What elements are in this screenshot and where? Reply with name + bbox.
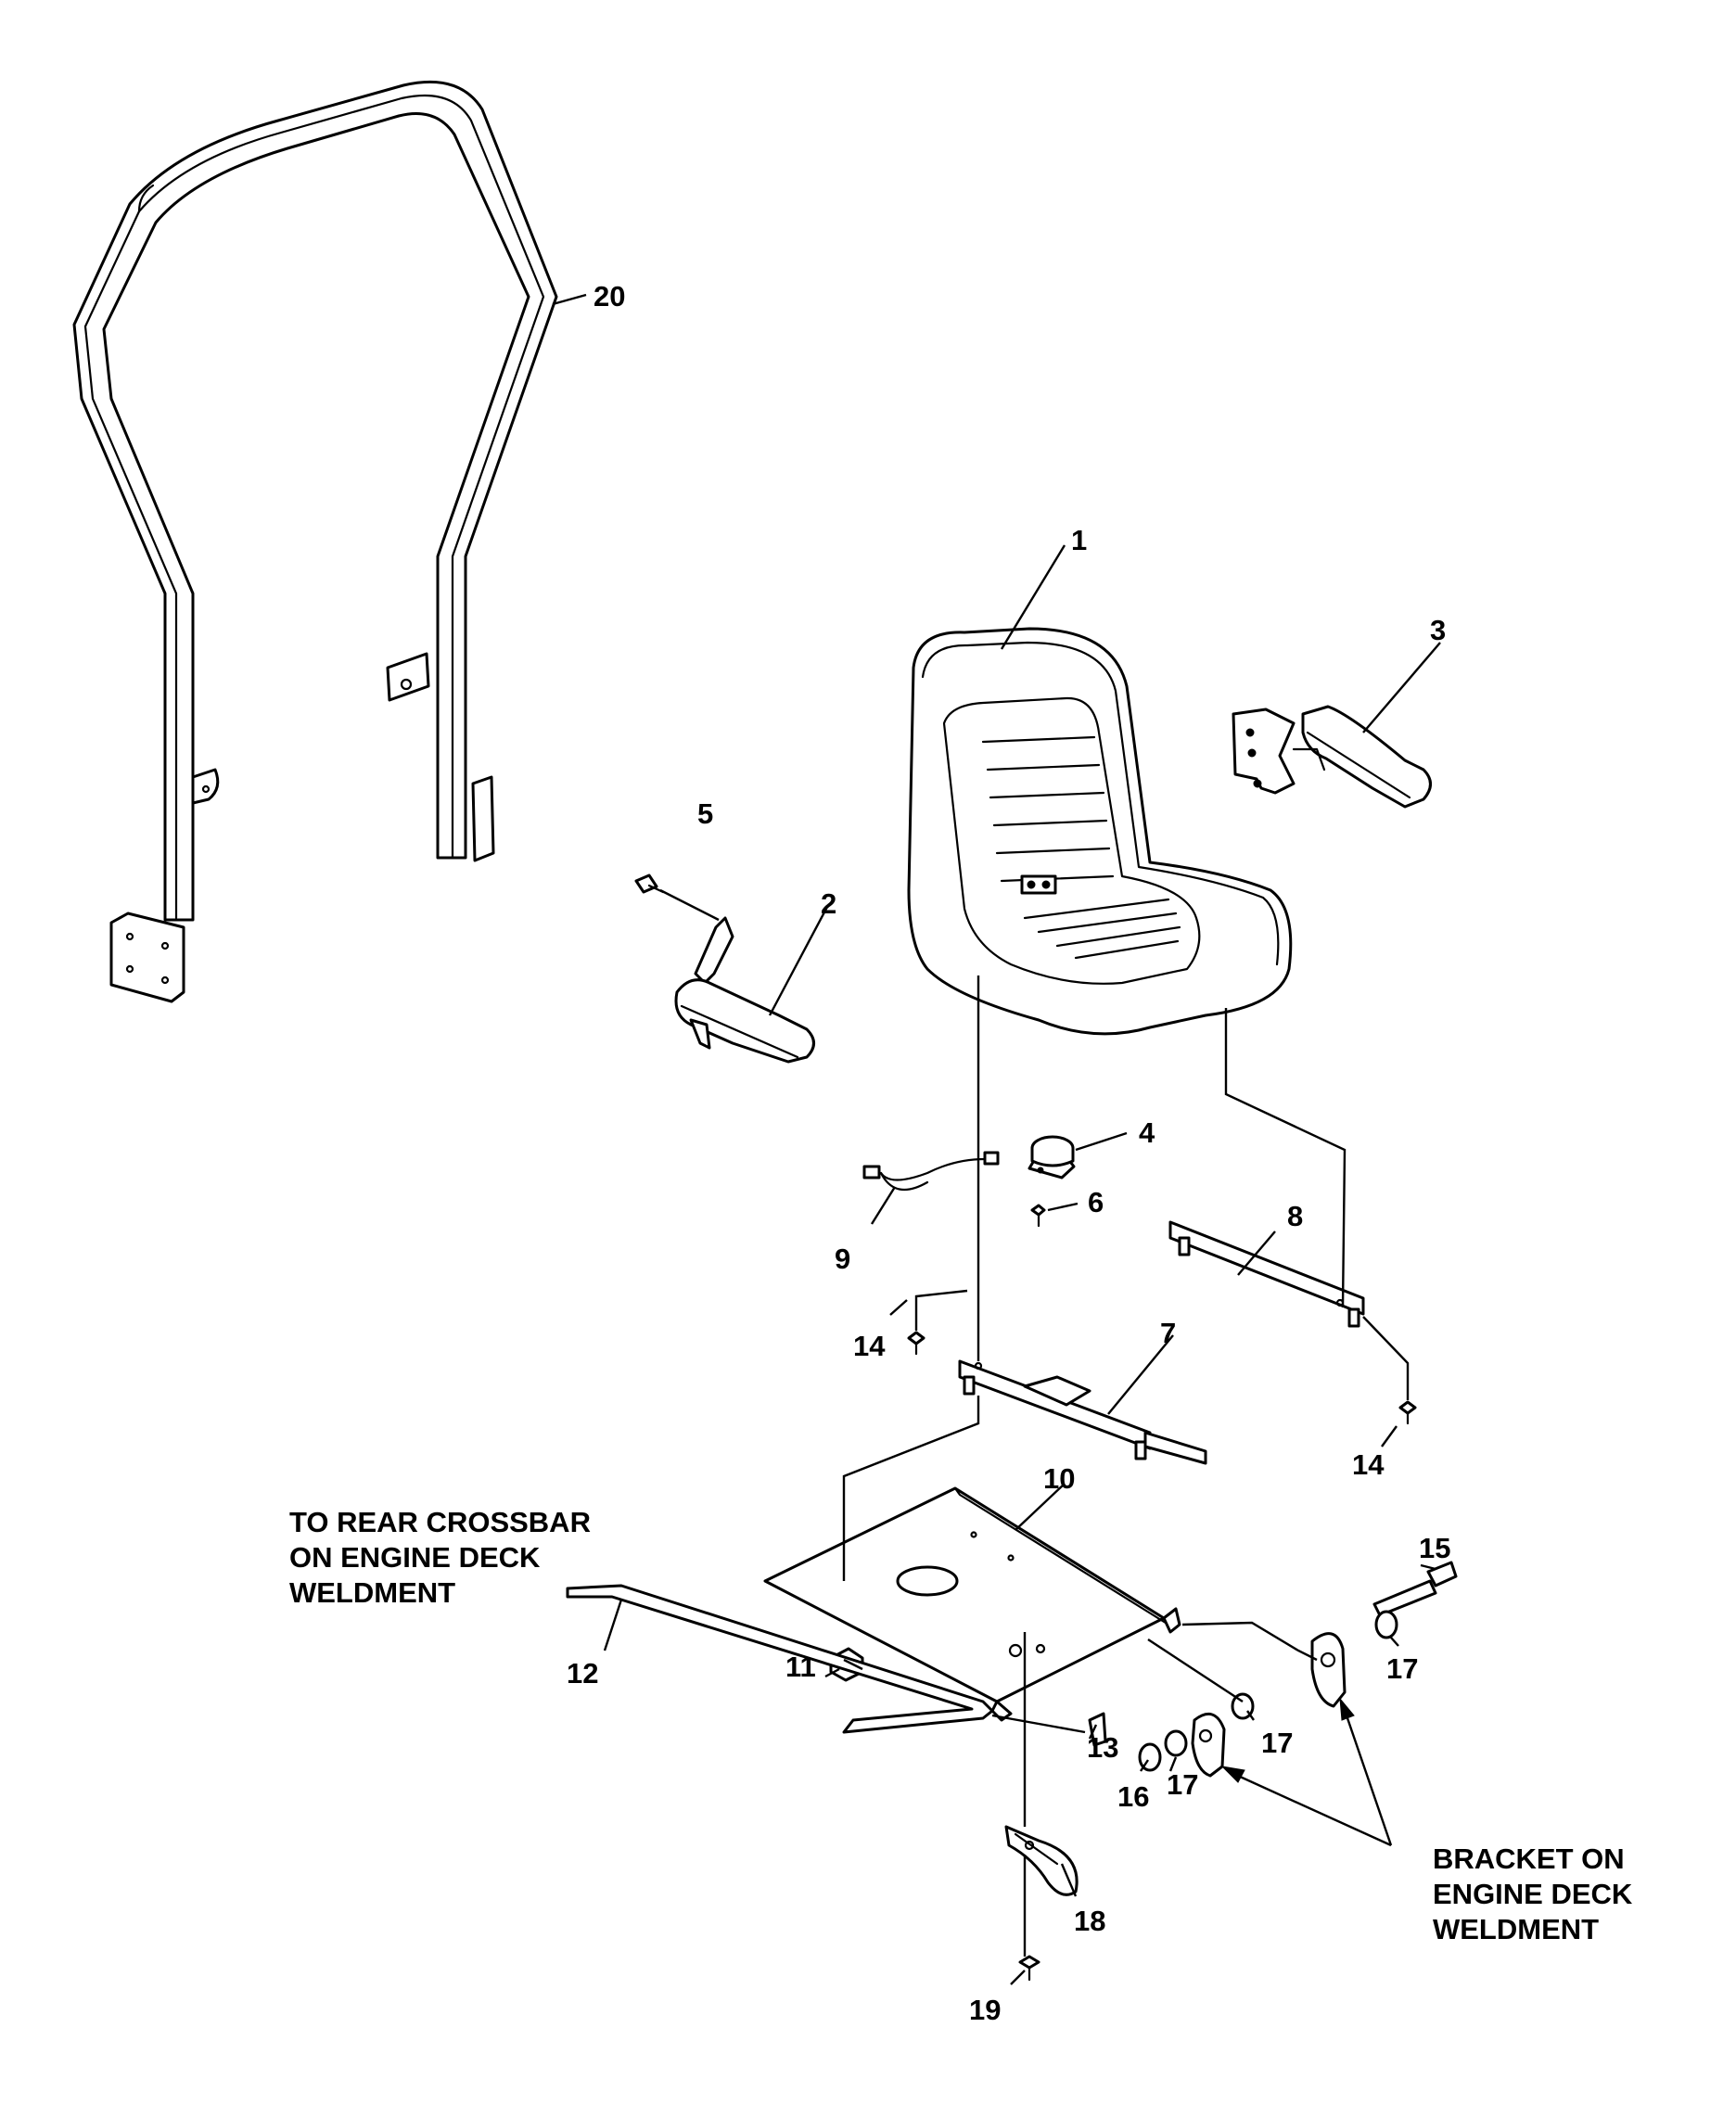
callout-7: 7	[1160, 1317, 1176, 1349]
armrest-right	[1232, 705, 1432, 809]
clamp	[1004, 1825, 1079, 1982]
callout-10: 10	[1043, 1462, 1075, 1495]
callout-leaders	[552, 293, 1441, 1985]
note-rear-crossbar-line-2: ON ENGINE DECK	[289, 1541, 541, 1574]
callout-6: 6	[1088, 1186, 1104, 1218]
callout-15: 15	[1419, 1532, 1450, 1564]
callout-17-upper: 17	[1261, 1727, 1293, 1759]
callout-8: 8	[1287, 1200, 1303, 1232]
rod	[566, 1584, 994, 1734]
seat-rail-left	[958, 1359, 1207, 1465]
callout-14-right: 14	[1352, 1448, 1385, 1481]
roll-bar	[72, 80, 558, 1003]
callout-13: 13	[1087, 1731, 1118, 1764]
note-rear-crossbar: TO REAR CROSSBAR ON ENGINE DECK WELDMENT	[289, 1506, 591, 1609]
callout-12: 12	[567, 1657, 598, 1690]
callout-17-right: 17	[1386, 1652, 1418, 1685]
mounting-plate	[763, 1486, 1181, 1722]
armrest-left	[634, 873, 815, 1064]
assembly-lines	[842, 975, 1410, 1957]
callout-2: 2	[821, 887, 836, 920]
note-bracket-line-2: ENGINE DECK	[1433, 1878, 1633, 1910]
screw-14-right	[1398, 1400, 1417, 1425]
note-rear-crossbar-line-3: WELDMENT	[289, 1576, 455, 1609]
callout-1: 1	[1071, 524, 1087, 556]
callout-3: 3	[1430, 614, 1446, 646]
screw-14-left	[907, 1331, 925, 1356]
callout-17-lower: 17	[1167, 1768, 1198, 1801]
callout-18: 18	[1074, 1905, 1105, 1937]
callout-4: 4	[1139, 1116, 1155, 1149]
callout-20: 20	[594, 280, 625, 312]
wire-harness	[862, 1151, 1000, 1192]
callout-9: 9	[835, 1243, 850, 1275]
callout-numbers: 1 2 3 4 5 6 7 8 9 10 11 12 13 14 14 15 1…	[567, 280, 1450, 2026]
note-bracket-line-3: WELDMENT	[1433, 1913, 1599, 1945]
callout-19: 19	[969, 1994, 1001, 2026]
callout-14-left: 14	[853, 1330, 886, 1362]
note-bracket-line-1: BRACKET ON	[1433, 1843, 1625, 1875]
seat-rail-right	[1168, 1220, 1365, 1328]
callout-11: 11	[785, 1651, 816, 1683]
seat-switch	[1028, 1135, 1076, 1228]
seat	[907, 627, 1293, 1036]
callout-16: 16	[1117, 1780, 1149, 1813]
callout-5: 5	[697, 797, 713, 830]
note-bracket: BRACKET ON ENGINE DECK WELDMENT	[1433, 1843, 1633, 1945]
note-rear-crossbar-line-1: TO REAR CROSSBAR	[289, 1506, 591, 1538]
